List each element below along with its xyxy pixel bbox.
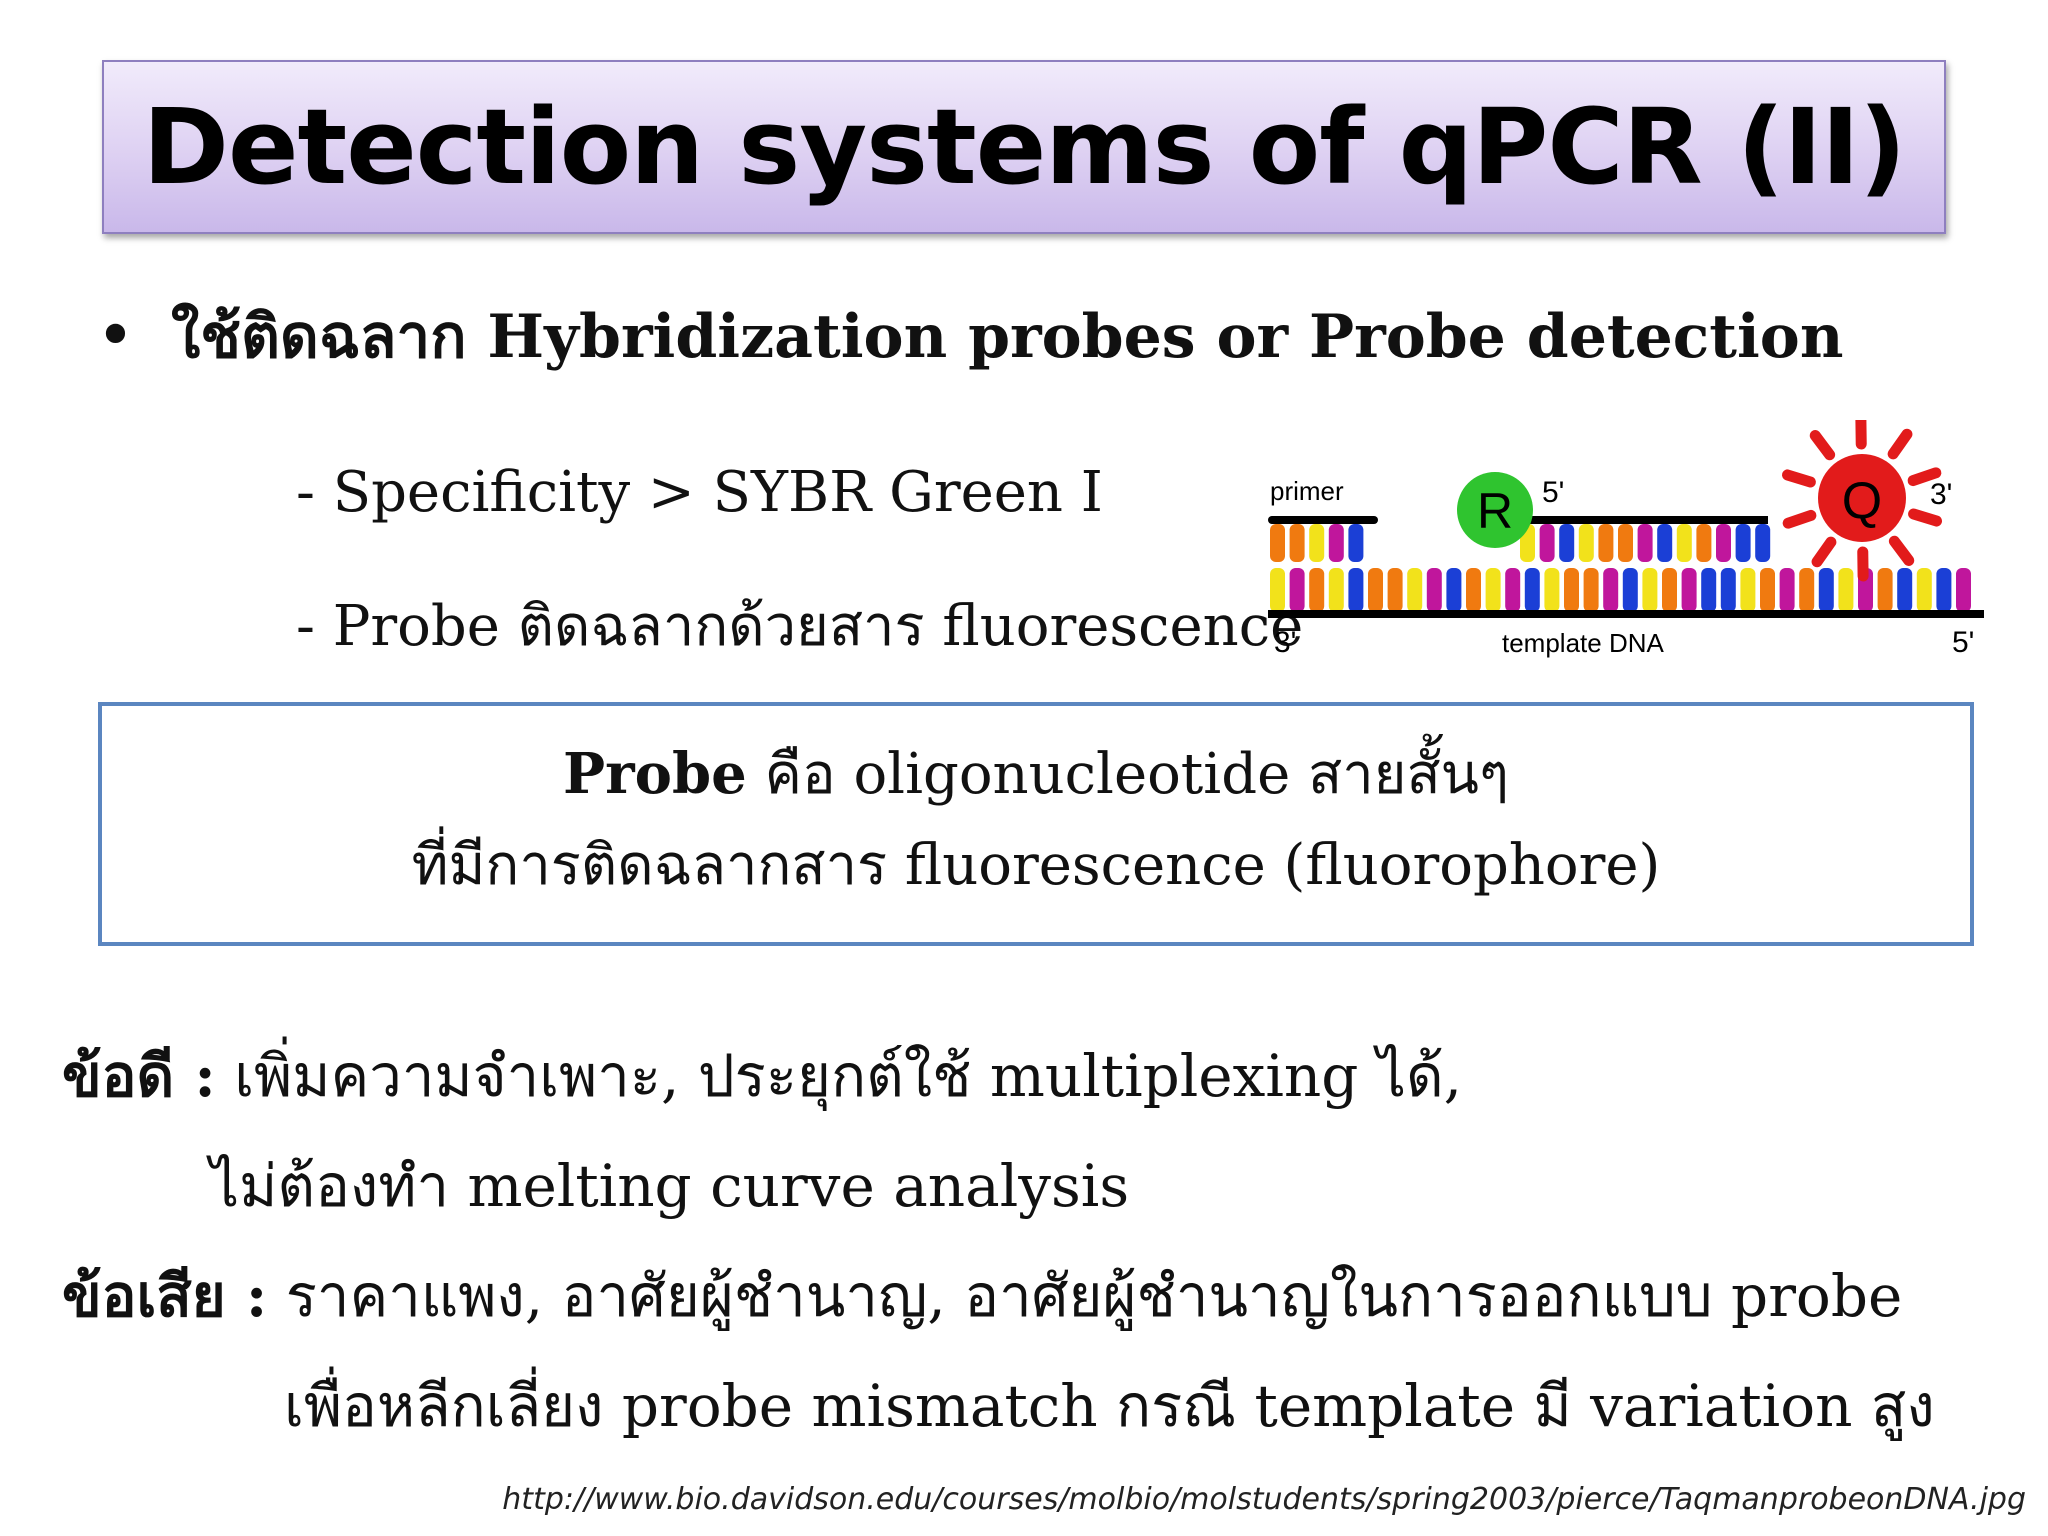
template-bases: [1270, 568, 1971, 612]
dna-base: [1407, 568, 1423, 612]
dna-base: [1539, 524, 1555, 562]
template-dna-label: template DNA: [1502, 628, 1664, 658]
dna-base: [1642, 568, 1658, 612]
definition-box: Probe คือ oligonucleotide สายสั้นๆ ที่มี…: [98, 702, 1974, 946]
probe-strand: [1518, 516, 1768, 524]
dna-base: [1622, 568, 1638, 612]
main-bullet: • ใช้ติดฉลาก Hybridization probes or Pro…: [96, 296, 1843, 376]
dna-base: [1466, 568, 1481, 612]
dna-base: [1578, 524, 1594, 562]
dna-base: [1779, 568, 1795, 612]
sub-point-probe: - Probe ติดฉลากด้วยสาร fluorescence: [296, 594, 1304, 659]
dna-base: [1524, 568, 1540, 612]
reporter-dye: [1457, 472, 1533, 548]
dna-base: [1818, 568, 1834, 612]
dna-base: [1328, 568, 1344, 612]
slide-title: Detection systems of qPCR (II): [142, 86, 1907, 208]
quencher-ray: [1908, 508, 1943, 527]
dna-base: [1368, 568, 1383, 612]
advantages-line-2: ไม่ต้องทำ melting curve analysis: [210, 1152, 1130, 1220]
dna-base: [1637, 524, 1653, 562]
quencher-ray: [1811, 536, 1837, 568]
probe-bases: [1520, 524, 1771, 562]
title-banner: Detection systems of qPCR (II): [102, 60, 1946, 234]
quencher-dye: [1818, 454, 1906, 542]
dna-base: [1505, 568, 1521, 612]
sub-point-specificity: - Specificity > SYBR Green I: [296, 460, 1103, 525]
dna-base: [1740, 568, 1756, 612]
dna-base: [1755, 524, 1771, 562]
dna-base: [1328, 524, 1344, 562]
dna-base: [1735, 524, 1751, 562]
bullet-text: ใช้ติดฉลาก Hybridization probes or Probe…: [170, 301, 1844, 372]
quencher-ray: [1809, 430, 1836, 461]
dna-base: [1681, 568, 1697, 612]
dna-base: [1936, 568, 1952, 612]
dna-base: [1760, 568, 1775, 612]
dna-base: [1657, 524, 1673, 562]
advantages-text-1: เพิ่มความจำเพาะ, ประยุกต์ใช้ multiplexin…: [215, 1042, 1463, 1110]
quencher-burst: [1781, 420, 1943, 582]
quencher-label: Q: [1842, 472, 1882, 530]
disadvantages-line-1: ข้อเสีย : ราคาแพง, อาศัยผู้ชำนาญ, อาศัยผ…: [62, 1256, 1902, 1336]
dna-base: [1387, 568, 1403, 612]
taqman-probe-diagram: primer R 5' Q 3' 3' template DNA 5': [1268, 420, 1984, 659]
quencher-ray: [1781, 469, 1816, 488]
dna-base: [1696, 524, 1712, 562]
disadvantages-text-1: ราคาแพง, อาศัยผู้ชำนาญ, อาศัยผู้ชำนาญในก…: [267, 1262, 1903, 1330]
dna-base: [1716, 524, 1731, 562]
reporter-label: R: [1477, 483, 1513, 539]
primer-strand: [1268, 516, 1378, 524]
dna-base: [1289, 568, 1305, 612]
quencher-ray: [1887, 428, 1913, 460]
dna-base: [1270, 568, 1285, 612]
template-strand: [1268, 610, 1984, 618]
advantages-line-1: ข้อดี : เพิ่มความจำเพาะ, ประยุกต์ใช้ mul…: [62, 1036, 1462, 1116]
disadvantages-label: ข้อเสีย :: [62, 1262, 268, 1330]
bullet-marker: •: [96, 297, 135, 374]
quencher-ray: [1907, 467, 1942, 487]
dna-base: [1309, 524, 1325, 562]
dna-base: [1603, 568, 1619, 612]
dna-base: [1348, 568, 1364, 612]
template-5-prime-label: 5': [1952, 626, 1974, 659]
dna-base: [1426, 568, 1442, 612]
dna-base: [1838, 568, 1854, 612]
dna-base: [1348, 524, 1364, 562]
advantages-label: ข้อดี :: [62, 1042, 216, 1110]
definition-line-2: ที่มีการติดฉลากสาร fluorescence (fluorop…: [411, 833, 1661, 898]
dna-base: [1877, 568, 1893, 612]
quencher-ray: [1782, 509, 1817, 529]
definition-term: Probe: [563, 741, 747, 807]
dna-base: [1618, 524, 1633, 562]
dna-base: [1583, 568, 1599, 612]
definition-rest: คือ oligonucleotide สายสั้นๆ: [746, 742, 1509, 807]
dna-base: [1559, 524, 1575, 562]
probe-5-prime-label: 5': [1542, 476, 1564, 509]
dna-base: [1956, 568, 1971, 612]
dna-base: [1309, 568, 1325, 612]
dna-base: [1270, 524, 1285, 562]
quencher-ray: [1888, 535, 1915, 566]
dna-base: [1799, 568, 1815, 612]
dna-base: [1916, 568, 1932, 612]
dna-base: [1564, 568, 1579, 612]
template-3-prime-label: 3': [1274, 626, 1296, 659]
disadvantages-line-2: เพื่อหลีกเลี่ยง probe mismatch กรณี temp…: [284, 1372, 1935, 1440]
primer-bases: [1270, 524, 1364, 562]
dna-base: [1676, 524, 1692, 562]
dna-base: [1289, 524, 1305, 562]
definition-line-1: Probe คือ oligonucleotide สายสั้นๆ: [102, 728, 1970, 820]
dna-base: [1720, 568, 1736, 612]
primer-label: primer: [1270, 476, 1344, 506]
dna-base: [1598, 524, 1614, 562]
dna-base: [1701, 568, 1717, 612]
dna-base: [1446, 568, 1462, 612]
dna-base: [1897, 568, 1913, 612]
dna-base: [1485, 568, 1501, 612]
dna-base: [1662, 568, 1677, 612]
source-url: http://www.bio.davidson.edu/courses/molb…: [502, 1482, 2026, 1517]
dna-base: [1544, 568, 1560, 612]
probe-3-prime-label: 3': [1930, 478, 1952, 511]
